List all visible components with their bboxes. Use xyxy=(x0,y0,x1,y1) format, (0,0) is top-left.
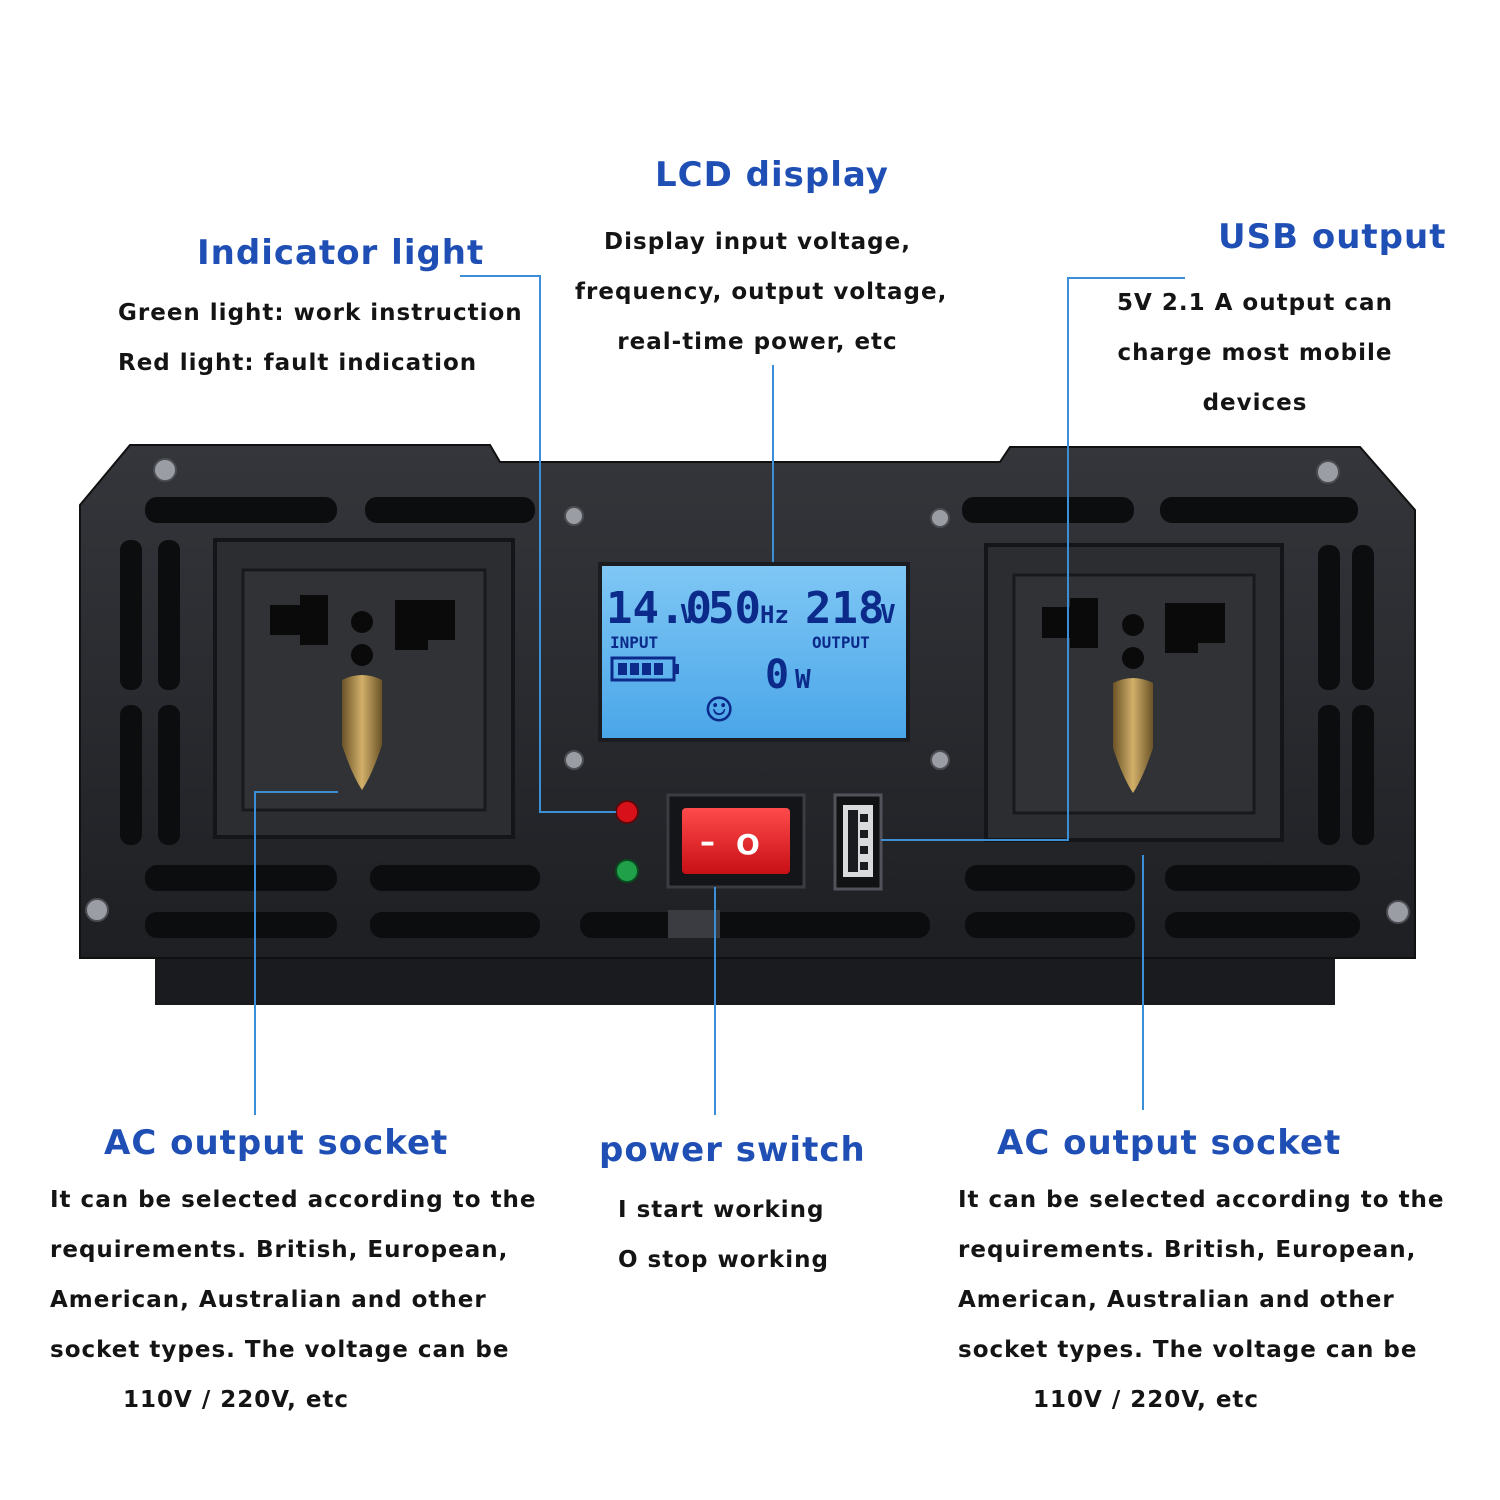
smiley-icon: ☺ xyxy=(706,685,733,736)
base-plate xyxy=(155,955,1335,1005)
ac-left-desc-line: requirements. British, European, xyxy=(50,1237,509,1263)
ac-right-desc-line: requirements. British, European, xyxy=(958,1237,1417,1263)
ac-output-left-description: It can be selected according to the requ… xyxy=(50,1175,537,1425)
lcd-output-label: OUTPUT xyxy=(812,633,870,652)
ac-left-desc-line: American, Australian and other xyxy=(50,1287,487,1313)
ac-left-desc-line: 110V / 220V, etc xyxy=(123,1387,350,1413)
lcd-frequency-unit: Hz xyxy=(760,601,789,629)
usb-port xyxy=(833,793,883,891)
ac-right-desc-line: American, Australian and other xyxy=(958,1287,1395,1313)
ac-right-desc-line: It can be selected according to the xyxy=(958,1187,1445,1213)
ac-left-desc-line: socket types. The voltage can be xyxy=(50,1337,510,1363)
usb-output-title: USB output xyxy=(1218,217,1447,257)
lcd-frequency: 50 xyxy=(708,583,761,634)
ac-left-desc-line: It can be selected according to the xyxy=(50,1187,537,1213)
lcd-input-label: INPUT xyxy=(610,633,658,652)
usb-output-description: 5V 2.1 A output can charge most mobile d… xyxy=(1105,278,1405,428)
lcd-output-voltage: 218 xyxy=(805,583,884,634)
lcd-desc-line: real-time power, etc xyxy=(617,329,898,355)
lcd-screen: 14.0 V 50 Hz 218 V INPUT OUTPUT 0 W ☺ xyxy=(598,562,910,742)
left-ac-socket xyxy=(213,538,515,839)
usb-desc-line: devices xyxy=(1202,390,1308,416)
right-ac-socket xyxy=(984,543,1284,842)
lcd-display-description: Display input voltage, frequency, output… xyxy=(575,217,948,367)
lcd-output-unit: V xyxy=(880,600,896,630)
lcd-input-voltage: 14.0 xyxy=(606,583,712,634)
power-switch-description: I start working O stop working xyxy=(618,1185,829,1285)
lcd-display-title: LCD display xyxy=(655,155,889,195)
ac-right-desc-line: socket types. The voltage can be xyxy=(958,1337,1418,1363)
lcd-input-unit: V xyxy=(680,600,696,630)
green-indicator-led xyxy=(615,859,639,883)
red-indicator-led xyxy=(615,800,639,824)
ac-output-right-title: AC output socket xyxy=(997,1123,1342,1163)
indicator-desc-line: Red light: fault indication xyxy=(118,350,478,376)
switch-on-symbol: – xyxy=(700,825,715,860)
usb-desc-line: charge most mobile xyxy=(1117,340,1393,366)
ac-right-desc-line: 110V / 220V, etc xyxy=(1033,1387,1260,1413)
power-switch: – O xyxy=(666,793,806,889)
usb-desc-line: 5V 2.1 A output can xyxy=(1117,290,1393,316)
indicator-light-description: Green light: work instruction Red light:… xyxy=(118,288,523,388)
cable-clip xyxy=(668,910,720,938)
lcd-power-value: 0 xyxy=(765,652,789,698)
indicator-desc-line: Green light: work instruction xyxy=(118,300,523,326)
indicator-light-title: Indicator light xyxy=(197,233,485,273)
power-desc-line: I start working xyxy=(618,1197,825,1223)
ac-output-right-description: It can be selected according to the requ… xyxy=(958,1175,1445,1425)
ac-output-left-title: AC output socket xyxy=(104,1123,449,1163)
bottom-vents xyxy=(145,865,1360,938)
side-vents xyxy=(120,540,1374,845)
lcd-power-unit: W xyxy=(795,665,811,695)
power-desc-line: O stop working xyxy=(618,1247,829,1273)
lcd-desc-line: frequency, output voltage, xyxy=(575,279,948,305)
power-switch-title: power switch xyxy=(599,1130,866,1170)
switch-off-symbol: O xyxy=(736,828,760,861)
lcd-desc-line: Display input voltage, xyxy=(604,229,911,255)
